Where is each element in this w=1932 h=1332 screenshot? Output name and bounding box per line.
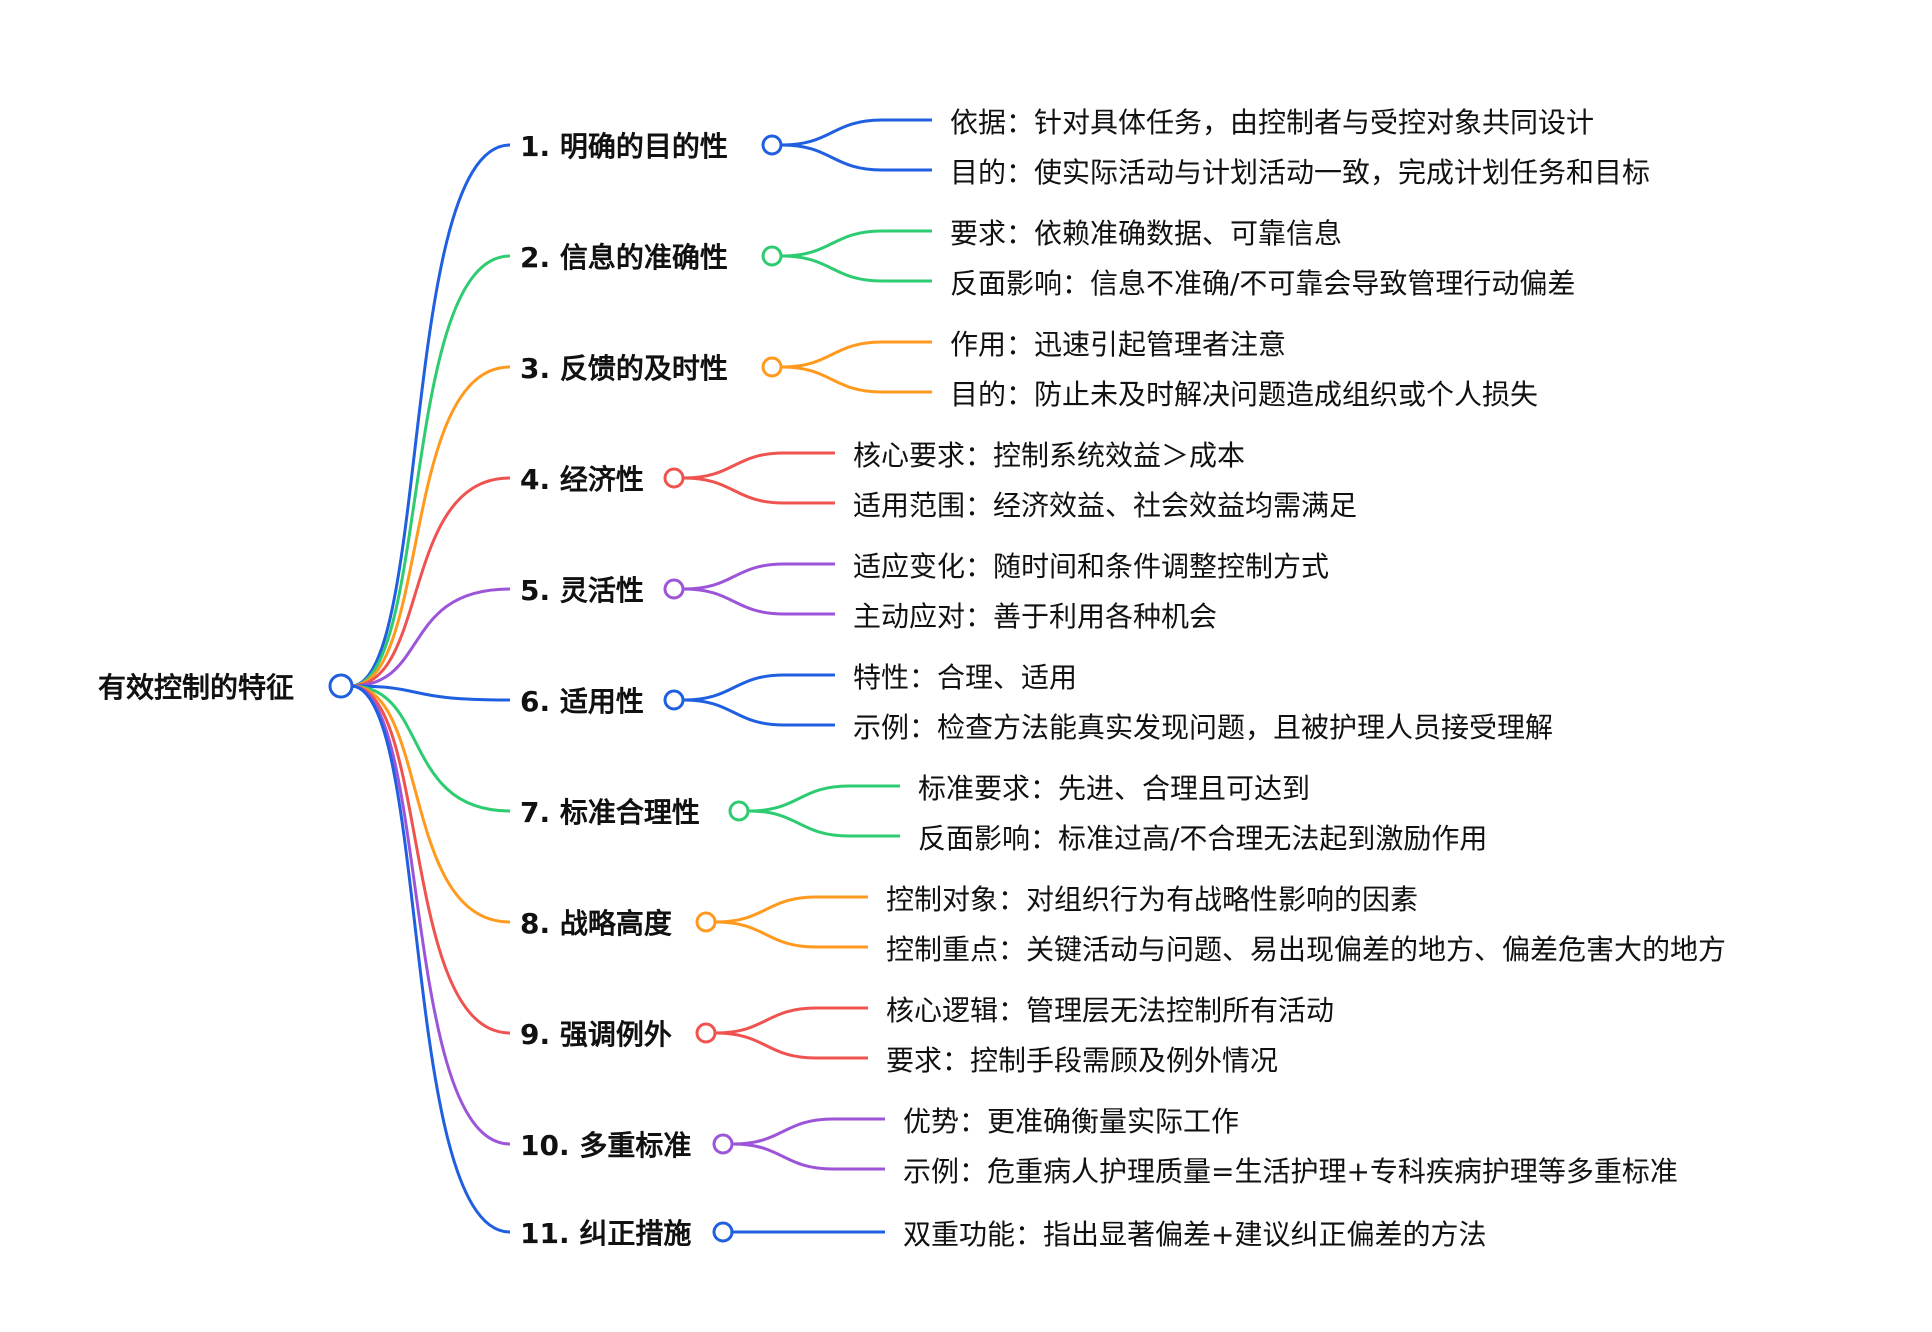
branch-label: 2. 信息的准确性 <box>520 241 728 274</box>
branch-node-circle <box>695 911 717 933</box>
branch-label: 1. 明确的目的性 <box>520 130 728 163</box>
root-connector <box>350 254 511 688</box>
leaf-label: 要求：控制手段需顾及例外情况 <box>886 1044 1279 1077</box>
branch-label: 9. 强调例外 <box>520 1018 672 1051</box>
leaf-connector <box>781 254 932 283</box>
leaf-connector <box>683 562 835 591</box>
leaf-label: 示例：检查方法能真实发现问题，且被护理人员接受理解 <box>853 711 1554 744</box>
root-node-label: 有效控制的特征 <box>98 671 295 704</box>
branch-label: 6. 适用性 <box>520 685 644 718</box>
leaf-label: 要求：依赖准确数据、可靠信息 <box>950 217 1343 250</box>
branch-node-circle <box>712 1133 734 1155</box>
leaf-label: 核心逻辑：管理层无法控制所有活动 <box>886 994 1335 1027</box>
branch-label: 7. 标准合理性 <box>520 796 700 829</box>
leaf-connector <box>732 1117 885 1146</box>
leaf-connector <box>683 587 835 616</box>
leaf-connector <box>781 229 932 258</box>
leaf-connector <box>748 784 900 813</box>
leaf-label: 反面影响：信息不准确/不可靠会导致管理行动偏差 <box>950 267 1576 300</box>
leaf-label: 核心要求：控制系统效益＞成本 <box>853 439 1246 472</box>
branch-node-circle <box>663 467 685 489</box>
root-connector <box>350 684 511 1035</box>
leaf-label: 控制对象：对组织行为有战略性影响的因素 <box>886 883 1419 916</box>
branch-node-circle <box>761 245 783 267</box>
leaf-label: 适应变化：随时间和条件调整控制方式 <box>853 550 1330 583</box>
leaf-connector <box>715 920 868 949</box>
leaf-label: 作用：迅速引起管理者注意 <box>950 328 1287 361</box>
leaf-connector <box>781 365 932 394</box>
leaf-label: 控制重点：关键活动与问题、易出现偏差的地方、偏差危害大的地方 <box>886 933 1727 966</box>
branch-label: 5. 灵活性 <box>520 574 644 607</box>
root-connector <box>350 587 511 688</box>
branch-label: 3. 反馈的及时性 <box>520 352 728 385</box>
leaf-connector <box>781 340 932 369</box>
leaf-label: 适用范围：经济效益、社会效益均需满足 <box>853 489 1358 522</box>
branch-node-circle <box>761 134 783 156</box>
root-node-circle <box>328 673 354 699</box>
leaf-label: 目的：防止未及时解决问题造成组织或个人损失 <box>950 378 1539 411</box>
leaf-connector <box>732 1142 885 1171</box>
leaf-connector <box>781 143 932 172</box>
branch-label: 10. 多重标准 <box>520 1129 692 1162</box>
leaf-label: 标准要求：先进、合理且可达到 <box>918 772 1311 805</box>
leaf-label: 特性：合理、适用 <box>853 661 1078 694</box>
leaf-label: 依据：针对具体任务，由控制者与受控对象共同设计 <box>950 106 1595 139</box>
branch-label: 11. 纠正措施 <box>520 1217 692 1250</box>
leaf-connector <box>683 476 835 505</box>
branch-label: 4. 经济性 <box>520 463 644 496</box>
branch-node-circle <box>712 1221 734 1243</box>
leaf-connector <box>683 673 835 702</box>
branch-node-circle <box>695 1022 717 1044</box>
branch-label: 8. 战略高度 <box>520 907 672 940</box>
leaf-label: 目的：使实际活动与计划活动一致，完成计划任务和目标 <box>950 156 1651 189</box>
leaf-label: 双重功能：指出显著偏差+建议纠正偏差的方法 <box>903 1218 1487 1251</box>
leaf-connector <box>748 809 900 838</box>
leaf-label: 优势：更准确衡量实际工作 <box>903 1105 1240 1138</box>
root-connector <box>350 365 511 688</box>
branch-node-circle <box>728 800 750 822</box>
root-connector <box>350 684 511 1146</box>
branch-node-circle <box>761 356 783 378</box>
root-connector <box>350 684 511 702</box>
leaf-connector <box>715 895 868 924</box>
root-connector <box>350 684 511 813</box>
leaf-connector <box>715 1006 868 1035</box>
leaf-label: 反面影响：标准过高/不合理无法起到激励作用 <box>918 822 1488 855</box>
leaf-connector <box>683 698 835 727</box>
branch-node-circle <box>663 689 685 711</box>
root-connector <box>350 684 511 924</box>
leaf-label: 主动应对：善于利用各种机会 <box>853 600 1218 633</box>
root-connector <box>350 476 511 688</box>
leaf-label: 示例：危重病人护理质量=生活护理+专科疾病护理等多重标准 <box>903 1155 1678 1188</box>
branch-node-circle <box>663 578 685 600</box>
leaf-connector <box>781 118 932 147</box>
root-connector <box>350 684 511 1234</box>
leaf-connector <box>715 1031 868 1060</box>
root-connector <box>350 143 511 688</box>
leaf-connector <box>683 451 835 480</box>
